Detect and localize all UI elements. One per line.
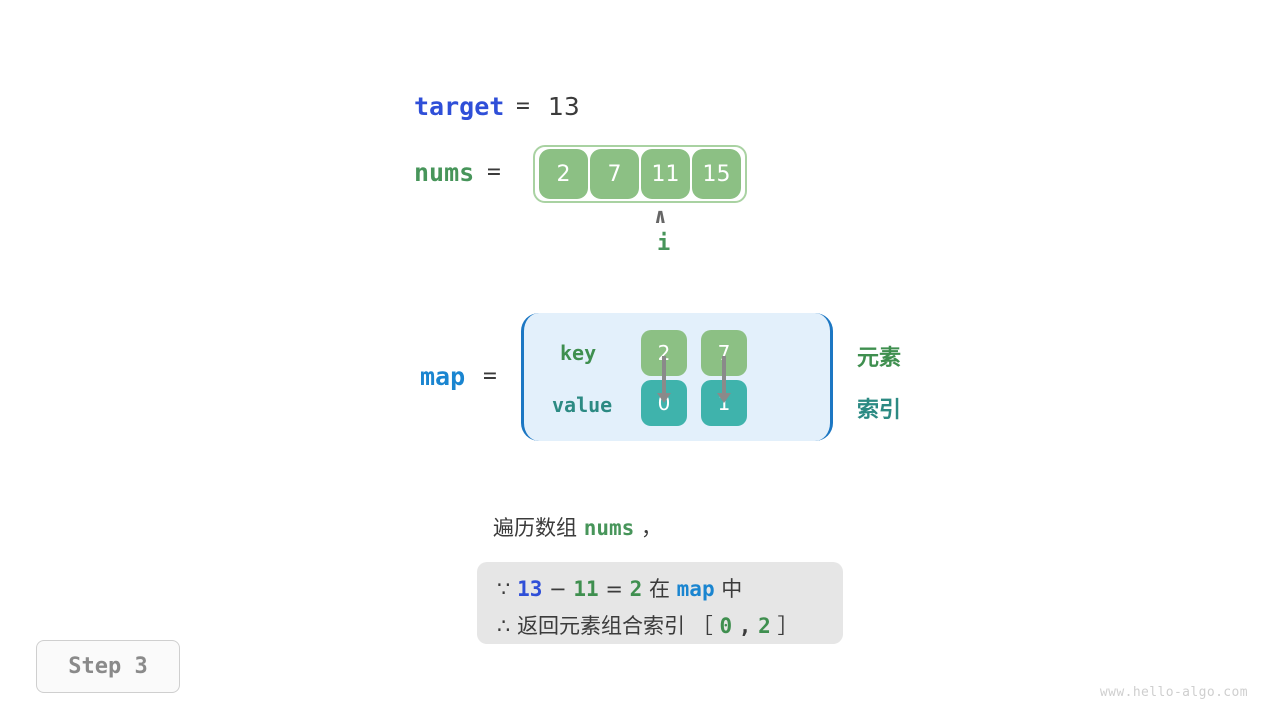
target-variable-name: target: [414, 92, 505, 121]
note-equals-sign: =: [605, 577, 623, 601]
caption-code-nums: nums: [583, 516, 635, 540]
nums-cell-3: 15: [692, 149, 741, 199]
note-line-1: ∵ 13 − 11 = 2 在 map 中: [497, 571, 823, 608]
side-label-element: 元素: [857, 346, 902, 371]
note-line-2: ∴ 返回元素组合索引 ［ 0 , 2 ］: [497, 608, 823, 645]
note-bracket-close: ］: [777, 614, 799, 638]
note-box: ∵ 13 − 11 = 2 在 map 中 ∴ 返回元素组合索引 ［ 0 , 2…: [477, 562, 843, 644]
nums-array: 2 7 11 15: [533, 145, 747, 203]
pointer-label-i: i: [657, 231, 671, 256]
watermark: www.hello-algo.com: [1099, 685, 1248, 700]
map-inner: key value 2 0 7 1: [524, 313, 830, 441]
target-equals-sign: =: [516, 93, 530, 119]
step-badge: Step 3: [36, 640, 180, 693]
side-label-index: 索引: [857, 398, 902, 423]
map-row-label-value: value: [552, 393, 613, 417]
target-value: 13: [548, 92, 580, 121]
caption-suffix: ，: [640, 516, 662, 540]
nums-equals-sign: =: [487, 159, 501, 185]
note-bracket-open: ［: [691, 614, 713, 638]
map-variable-name: map: [420, 362, 466, 391]
pointer-caret-icon: ∧: [654, 204, 667, 228]
nums-cell-0: 2: [539, 149, 588, 199]
note-therefore-symbol: ∴: [497, 614, 511, 638]
map-equals-sign: =: [483, 363, 497, 389]
note-index-comma: ,: [738, 614, 752, 638]
map-entry-0: 2 0: [641, 330, 687, 426]
note-mid-text: 在: [648, 577, 670, 601]
map-container: key value 2 0 7 1: [521, 313, 833, 441]
nums-variable-name: nums: [414, 158, 475, 187]
caption-line: 遍历数组 nums ，: [493, 512, 662, 542]
note-result-c: 2: [629, 577, 643, 601]
map-entry-1: 7 1: [701, 330, 747, 426]
map-arrow-icon-1: [717, 356, 731, 403]
nums-cell-2: 11: [641, 149, 690, 199]
nums-cell-1: 7: [590, 149, 639, 199]
note-operand-b: 11: [573, 577, 599, 601]
note-map-ref: map: [676, 577, 715, 601]
note-return-text: 返回元素组合索引: [517, 614, 686, 638]
map-row-label-key: key: [560, 341, 597, 365]
note-tail-text: 中: [721, 577, 743, 601]
note-operand-a: 13: [517, 577, 543, 601]
note-minus-sign: −: [549, 577, 567, 601]
note-index-1: 0: [719, 614, 733, 638]
target-row: target = 13: [0, 92, 1280, 126]
note-because-symbol: ∵: [497, 577, 511, 601]
note-index-2: 2: [758, 614, 771, 638]
map-arrow-icon-0: [657, 356, 671, 403]
caption-prefix: 遍历数组: [493, 516, 577, 540]
